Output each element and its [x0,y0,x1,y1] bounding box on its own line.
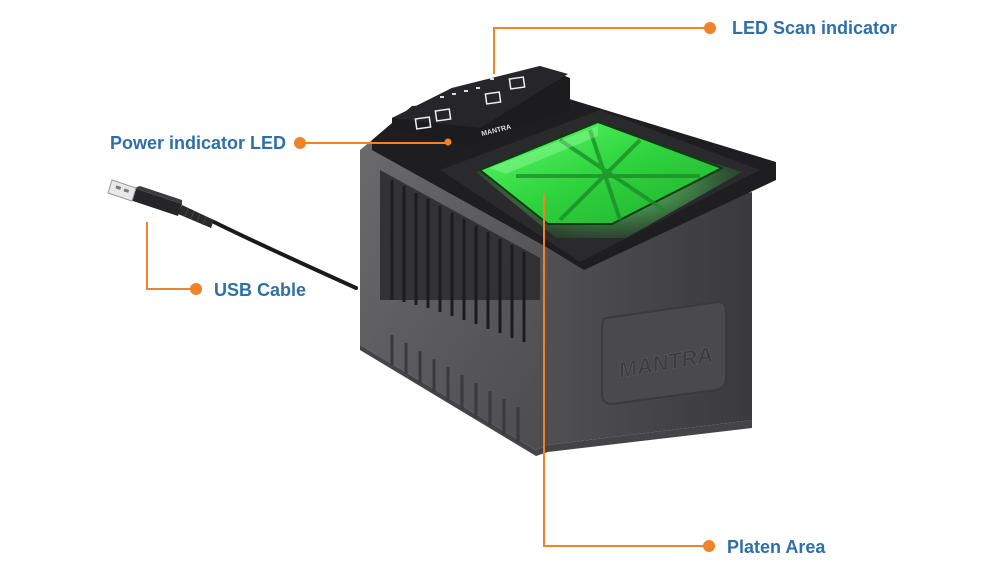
thumb-icon [484,91,502,105]
callout-usb-dot [190,283,202,295]
platen-area-label: Platen Area [727,537,826,557]
finger-right-icon [434,108,452,122]
platen-area [476,120,742,238]
power-indicator-led-label: Power indicator LED [110,133,287,153]
usb-cable-label: USB Cable [214,280,307,300]
callout-led-scan [493,27,706,74]
callout-led-scan-dot [704,22,716,34]
callout-usb [146,222,192,290]
usb-plug-icon [107,179,137,202]
callout-power-dot [294,137,306,149]
led-scan-indicator-label: LED Scan indicator [732,18,898,38]
callout-platen [543,194,706,547]
usb-cable [107,179,358,290]
power-led-icon [444,138,452,146]
led-scan-indicators [414,76,526,130]
callout-platen-dot [703,540,715,552]
fingerprint-scanner-device: MANTRA MANTRA [360,66,776,456]
finger-left-icon [414,116,432,130]
four-finger-icon [508,76,526,90]
brand-plate-side: MANTRA [601,300,727,406]
